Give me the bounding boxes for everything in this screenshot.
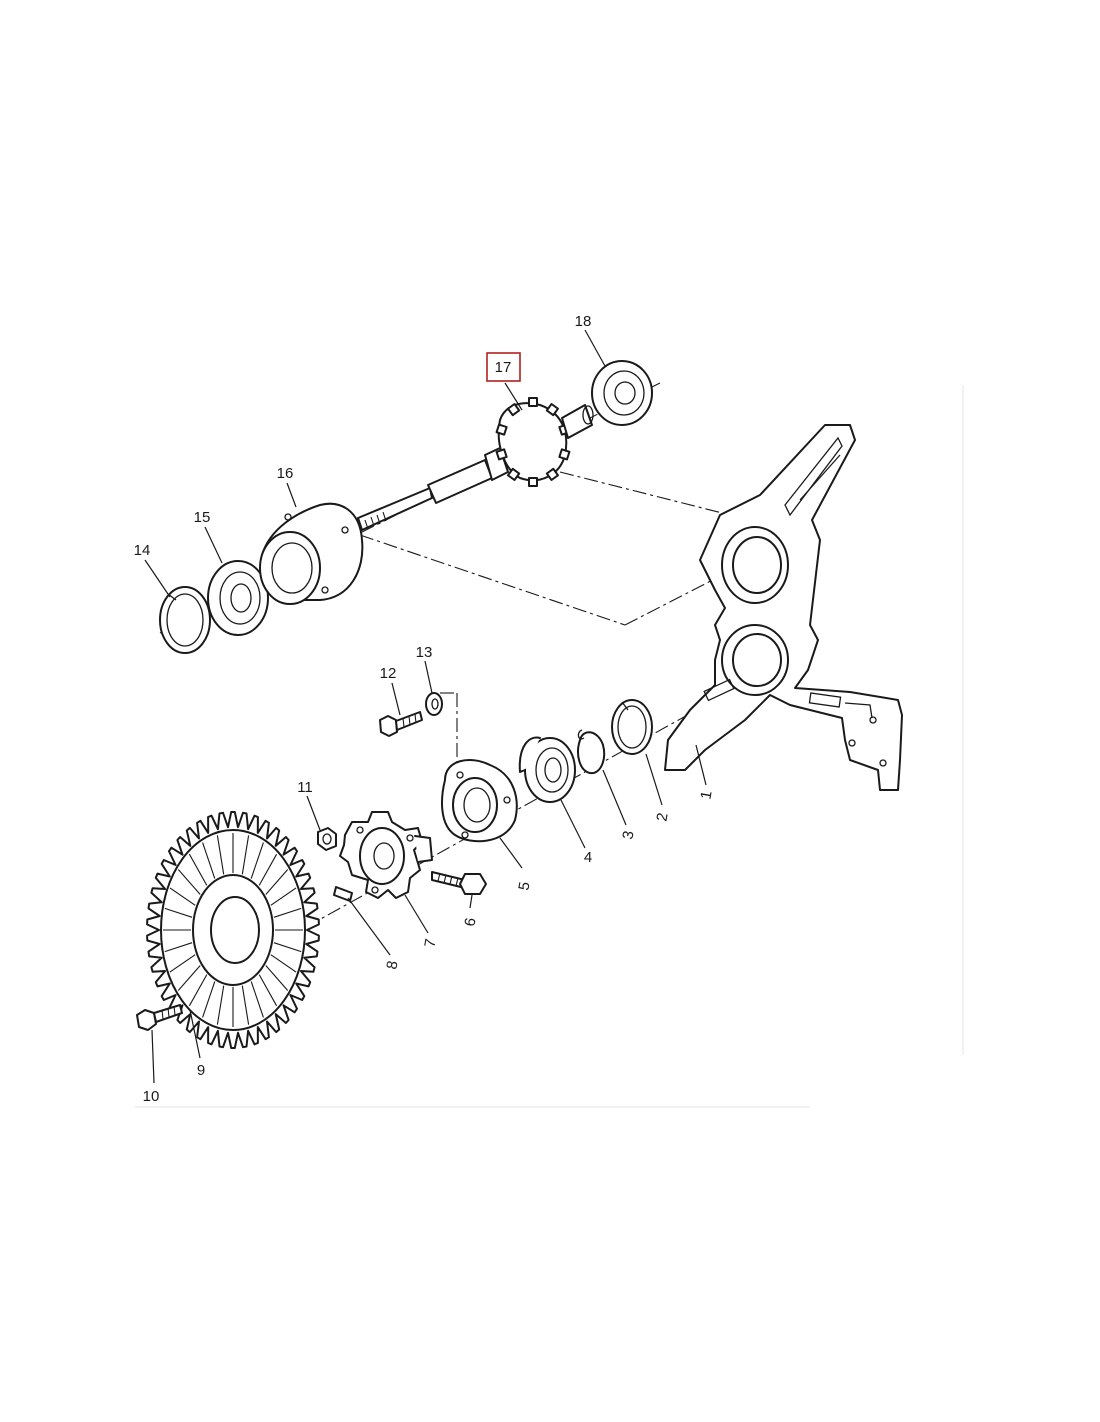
- gear-spoke: [169, 887, 196, 906]
- gear-spoke: [216, 835, 225, 875]
- bearing-housing-icon[interactable]: [259, 502, 364, 605]
- callout-7[interactable]: 7: [421, 938, 439, 949]
- gear-spoke: [188, 974, 208, 1007]
- nut-icon[interactable]: [317, 827, 337, 851]
- pinion-tooth: [528, 397, 538, 407]
- bolt-icon[interactable]: [136, 1004, 183, 1031]
- bearing-icon[interactable]: [207, 560, 269, 636]
- washer-icon[interactable]: [425, 692, 443, 716]
- callout-9[interactable]: 9: [197, 1062, 205, 1079]
- callout-12[interactable]: 12: [380, 665, 397, 682]
- snap-ring-icon[interactable]: [159, 586, 211, 654]
- gear-spoke: [164, 907, 193, 918]
- gear-spoke: [241, 985, 250, 1025]
- pinion-tooth: [545, 403, 559, 417]
- pinion-tooth: [528, 477, 538, 487]
- pinion-tooth: [495, 448, 508, 461]
- snap-ring-icon[interactable]: [611, 699, 653, 755]
- gear-spoke: [188, 853, 208, 886]
- gear-spoke: [250, 981, 264, 1018]
- pinion-tooth: [507, 403, 521, 417]
- callout-4[interactable]: 4: [584, 849, 592, 866]
- callout-3[interactable]: 3: [619, 830, 637, 841]
- callout-16[interactable]: 16: [277, 465, 294, 482]
- callout-6[interactable]: 6: [461, 917, 479, 928]
- gear-spoke: [273, 907, 302, 918]
- bolt-icon[interactable]: [379, 711, 423, 737]
- callouts: 1 2 3 4 5 6 7 8 9 10 11 12 13 14 15 16 1…: [134, 313, 716, 1105]
- gear-spoke: [164, 942, 193, 953]
- pinion-tooth: [495, 423, 508, 436]
- callout-15[interactable]: 15: [194, 509, 211, 526]
- gear-spoke: [265, 869, 289, 895]
- gear-spoke: [270, 887, 297, 906]
- bolt-icon[interactable]: [431, 871, 487, 895]
- gear-spoke: [273, 942, 302, 953]
- leader-lines: [144, 329, 707, 1084]
- callout-5[interactable]: 5: [515, 881, 533, 892]
- gear-spoke: [202, 842, 216, 879]
- gear-spoke: [177, 869, 201, 895]
- gear-spoke: [258, 853, 278, 886]
- gear-icon[interactable]: [146, 811, 320, 1049]
- callout-11[interactable]: 11: [297, 779, 313, 796]
- circlip-icon[interactable]: [577, 729, 606, 775]
- pinion-tooth: [507, 467, 521, 481]
- callout-13[interactable]: 13: [416, 644, 433, 661]
- bearing-icon[interactable]: [591, 360, 653, 426]
- gear-spoke: [258, 974, 278, 1007]
- callout-17-highlight-box: [486, 352, 521, 382]
- gear-spoke: [250, 842, 264, 879]
- pinion-tooth: [545, 467, 559, 481]
- callout-10[interactable]: 10: [143, 1088, 160, 1105]
- hub-icon[interactable]: [339, 811, 433, 899]
- callout-1[interactable]: 1: [697, 790, 715, 801]
- gear-spoke: [270, 954, 297, 973]
- callout-8[interactable]: 8: [383, 960, 401, 971]
- gear-spoke: [241, 835, 250, 875]
- callout-2[interactable]: 2: [653, 812, 671, 823]
- callout-14[interactable]: 14: [134, 542, 151, 559]
- pinion-tooth: [558, 448, 571, 461]
- gear-spoke: [216, 985, 225, 1025]
- bracket-icon[interactable]: [664, 424, 903, 791]
- gear-spoke: [202, 981, 216, 1018]
- callout-17[interactable]: 17: [495, 359, 512, 376]
- gear-spoke: [265, 965, 289, 991]
- gear-spoke: [177, 965, 201, 991]
- bearing-icon[interactable]: [518, 736, 576, 803]
- callout-18[interactable]: 18: [575, 313, 592, 330]
- gear-spoke: [169, 954, 196, 973]
- bearing-housing-icon[interactable]: [441, 759, 518, 843]
- pinion-shaft-icon[interactable]: [357, 397, 594, 531]
